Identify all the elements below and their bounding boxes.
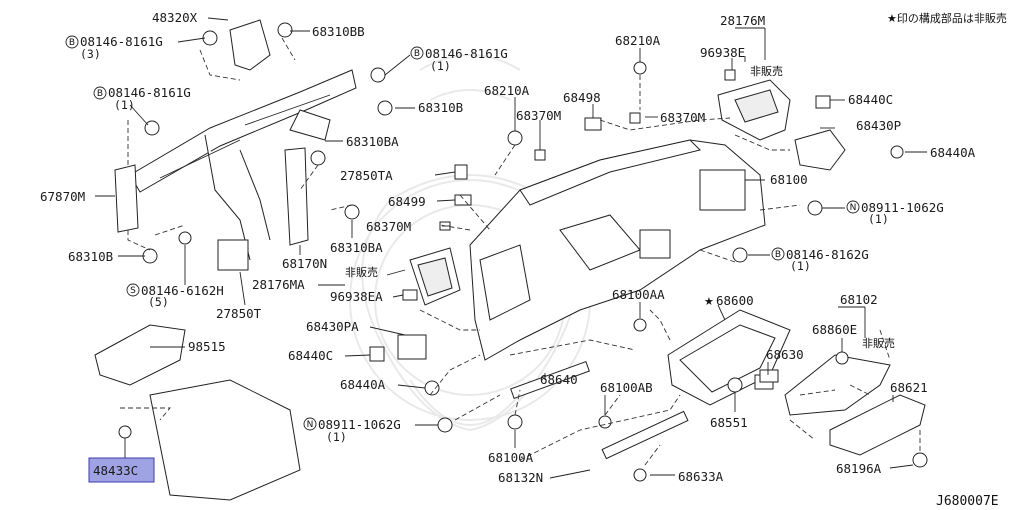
dashed-lines xyxy=(120,37,921,466)
label-08146-8161g-a: 08146-8161G xyxy=(80,34,163,49)
qty-08911-1062g-r: (1) xyxy=(868,212,889,226)
label-68370m-a: 68370M xyxy=(366,219,411,234)
label-28176ma: 28176MA xyxy=(252,277,305,292)
label-68370m-b: 68370M xyxy=(516,108,561,123)
label-96938ea: 96938EA xyxy=(330,289,383,304)
label-68600: 68600 xyxy=(716,293,754,308)
label-08146-8162g: 08146-8162G xyxy=(786,247,869,262)
label-68102: 68102 xyxy=(840,292,878,307)
label-68132n: 68132N xyxy=(498,470,543,485)
label-68210a-a: 68210A xyxy=(484,83,530,98)
instrument-panel xyxy=(469,139,766,361)
svg-text:B: B xyxy=(414,49,420,59)
qty-08911-1062g-l: (1) xyxy=(326,430,347,444)
qty-08146-8161g-c: (1) xyxy=(114,98,135,112)
svg-text:B: B xyxy=(775,250,781,260)
vent-assembly xyxy=(717,79,846,171)
left-vent xyxy=(409,247,461,306)
label-68196a: 68196A xyxy=(836,461,882,476)
legend-note: ★印の構成部品は非販売 xyxy=(887,11,1007,25)
label-98515: 98515 xyxy=(188,339,226,354)
not-for-sale-2: 非販売 xyxy=(345,266,378,279)
console-box xyxy=(784,354,926,456)
qty-08146-8161g-a: (3) xyxy=(80,47,101,61)
label-68310b-top: 68310B xyxy=(418,100,463,115)
svg-text:B: B xyxy=(97,89,103,99)
label-68100ab: 68100AB xyxy=(600,380,653,395)
label-68100aa: 68100AA xyxy=(612,287,665,302)
qty-08146-6162h: (5) xyxy=(148,295,169,309)
not-for-sale-3: 非販売 xyxy=(862,337,895,350)
label-27850ta: 27850TA xyxy=(340,168,393,183)
svg-text:B: B xyxy=(69,38,75,48)
label-08911-1062g-l: 08911-1062G xyxy=(318,417,401,432)
label-68310ba-2: 68310BA xyxy=(330,240,383,255)
label-68621: 68621 xyxy=(890,380,928,395)
label-68640: 68640 xyxy=(540,372,578,387)
b-marker xyxy=(65,35,79,49)
label-68100a: 68100A xyxy=(488,450,534,465)
label-08911-1062g-r: 08911-1062G xyxy=(861,200,944,215)
star-marker: ★ xyxy=(704,295,714,308)
glove-box xyxy=(667,309,791,406)
label-68499: 68499 xyxy=(388,194,426,209)
label-68440a-l: 68440A xyxy=(340,377,386,392)
label-68100: 68100 xyxy=(770,172,808,187)
label-68430pa: 68430PA xyxy=(306,319,359,334)
label-68630: 68630 xyxy=(766,347,804,362)
svg-text:N: N xyxy=(850,203,857,213)
label-68430p: 68430P xyxy=(856,118,901,133)
qty-08146-8161g-b: (1) xyxy=(430,59,451,73)
qty-08146-8162g: (1) xyxy=(790,259,811,273)
label-48320x: 48320X xyxy=(152,10,198,25)
label-67870m: 67870M xyxy=(40,189,85,204)
label-96938e: 96938E xyxy=(700,45,745,60)
label-68498: 68498 xyxy=(563,90,601,105)
label-08146-6162h: 08146-6162H xyxy=(141,283,224,298)
label-68440a-r: 68440A xyxy=(930,145,976,160)
label-27850t: 27850T xyxy=(216,306,262,321)
label-68310ba-1: 68310BA xyxy=(346,134,399,149)
part-labels: 48320X 68310BB B 08146-8161G (3) B 08146… xyxy=(40,10,1007,509)
label-68210a-b: 68210A xyxy=(615,33,661,48)
label-68860e: 68860E xyxy=(812,322,857,337)
label-68551: 68551 xyxy=(710,415,748,430)
label-08146-8161g-c: 08146-8161G xyxy=(108,85,191,100)
label-28176m: 28176M xyxy=(720,13,765,28)
label-68310b-left: 68310B xyxy=(68,249,113,264)
label-68633a: 68633A xyxy=(678,469,724,484)
label-68310bb: 68310BB xyxy=(312,24,365,39)
diagram-ref-code: J680007E xyxy=(936,494,999,509)
svg-text:S: S xyxy=(130,286,136,296)
highlighted-part[interactable]: 48433C xyxy=(88,457,155,483)
lower-left-panel xyxy=(94,324,301,501)
label-68170n: 68170N xyxy=(282,256,327,271)
not-for-sale-1: 非販売 xyxy=(750,65,783,78)
label-08146-8161g-b: 08146-8161G xyxy=(425,46,508,61)
svg-text:N: N xyxy=(307,420,314,430)
dashboard-frame xyxy=(114,19,357,261)
label-68440c-l: 68440C xyxy=(288,348,333,363)
label-68370m-c: 68370M xyxy=(660,110,705,125)
label-48433c: 48433C xyxy=(93,463,138,478)
label-68440c-r: 68440C xyxy=(848,92,893,107)
